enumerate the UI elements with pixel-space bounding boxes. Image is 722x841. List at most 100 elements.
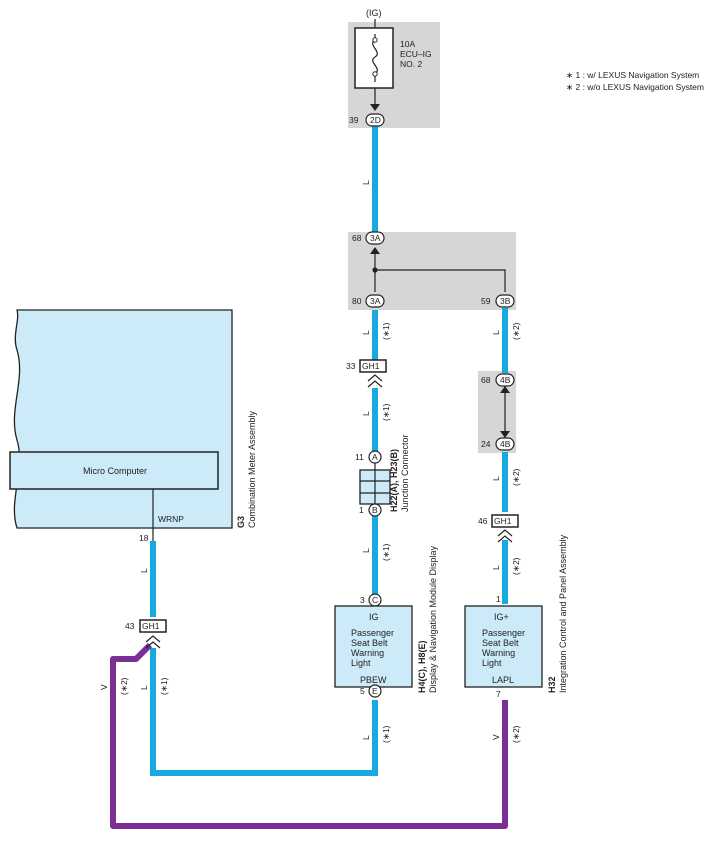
wire-color-v-1: V — [491, 734, 501, 740]
wire-note-1e: (∗1) — [159, 677, 169, 695]
svg-text:B: B — [372, 505, 378, 515]
svg-text:GH1: GH1 — [494, 516, 512, 526]
integration-code: H32 — [547, 676, 557, 693]
svg-text:IG+: IG+ — [494, 612, 509, 622]
meter-terminal-label: WRNP — [158, 514, 184, 524]
fuse-rating: 10A — [400, 39, 415, 49]
arrow-up-icon — [370, 247, 380, 254]
connector-4b-bottom: 4B 24 — [481, 437, 515, 451]
svg-text:59: 59 — [481, 296, 491, 306]
svg-text:C: C — [372, 595, 378, 605]
svg-text:1: 1 — [496, 594, 501, 604]
connector-3a-bottom: 3A 80 — [352, 294, 385, 308]
integration-panel: 1 IG+ Passenger Seat Belt Warning Light … — [464, 594, 543, 699]
fuse-name-2: NO. 2 — [400, 59, 422, 69]
svg-text:GH1: GH1 — [142, 621, 160, 631]
fuse-end-bottom — [372, 71, 378, 77]
wire-color-l-1: L — [361, 180, 371, 185]
svg-text:Light: Light — [351, 658, 371, 668]
svg-text:80: 80 — [352, 296, 362, 306]
wire-color-l-8: L — [491, 565, 501, 570]
svg-text:3: 3 — [360, 595, 365, 605]
svg-text:4B: 4B — [500, 439, 511, 449]
svg-text:IG: IG — [369, 612, 379, 622]
micro-computer-label: Micro Computer — [83, 466, 147, 476]
svg-text:Passenger: Passenger — [482, 628, 525, 638]
junction-code: H22(A), H23(B) — [389, 449, 399, 512]
ig-label: (IG) — [366, 8, 382, 18]
junction-name: Junction Connector — [400, 434, 410, 512]
connector-2d: 2D 39 — [349, 113, 385, 127]
svg-text:2D: 2D — [370, 115, 381, 125]
svg-text:A: A — [372, 452, 378, 462]
svg-text:Warning: Warning — [482, 648, 515, 658]
connector-3b: 3B 59 — [481, 294, 515, 308]
svg-text:4B: 4B — [500, 375, 511, 385]
wire-color-l-10: L — [139, 685, 149, 690]
micro-computer-box — [9, 451, 219, 490]
svg-text:43: 43 — [125, 621, 135, 631]
integration-name: Integration Control and Panel Assembly — [558, 534, 568, 693]
wire-color-l-7: L — [491, 476, 501, 481]
svg-text:68: 68 — [352, 233, 362, 243]
svg-text:E: E — [372, 686, 378, 696]
wire-note-2b: (∗2) — [511, 468, 521, 486]
wire-note-1d: (∗1) — [381, 725, 391, 743]
svg-text:5: 5 — [360, 686, 365, 696]
svg-text:24: 24 — [481, 439, 491, 449]
svg-text:Seat Belt: Seat Belt — [351, 638, 388, 648]
svg-text:46: 46 — [478, 516, 488, 526]
meter-pin: 18 — [139, 533, 149, 543]
display-name: Display & Navigation Module Display — [428, 545, 438, 693]
block3-internal-wire — [374, 254, 506, 292]
svg-text:33: 33 — [346, 361, 356, 371]
fuse-end-top — [372, 37, 378, 43]
svg-text:Seat Belt: Seat Belt — [482, 638, 519, 648]
wire-color-l-2: L — [361, 330, 371, 335]
svg-text:3A: 3A — [370, 296, 381, 306]
wire-note-1b: (∗1) — [381, 403, 391, 421]
svg-text:Light: Light — [482, 658, 502, 668]
meter-name: Combination Meter Assembly — [247, 410, 257, 528]
arrow-down-icon-2 — [500, 431, 510, 438]
wire-note-2a: (∗2) — [511, 322, 521, 340]
fuse-name-1: ECU–IG — [400, 49, 432, 59]
legend-note-1: ∗ 1 : w/ LEXUS Navigation System — [566, 70, 699, 80]
svg-text:Warning: Warning — [351, 648, 384, 658]
wire-color-l-3: L — [361, 411, 371, 416]
wire-note-1c: (∗1) — [381, 543, 391, 561]
connector-gh1-center: GH1 33 — [346, 359, 387, 388]
connector-gh1-right: GH1 46 — [478, 514, 519, 543]
svg-text:Passenger: Passenger — [351, 628, 394, 638]
svg-text:39: 39 — [349, 115, 359, 125]
wire-color-l-5: L — [361, 735, 371, 740]
svg-text:1: 1 — [359, 505, 364, 515]
arrow-up-icon-2 — [500, 386, 510, 393]
svg-text:7: 7 — [496, 689, 501, 699]
combination-meter-box — [13, 309, 233, 529]
wire-color-l-4: L — [361, 548, 371, 553]
arrow-down-icon — [370, 104, 380, 111]
wire-note-2d: (∗2) — [511, 725, 521, 743]
wire-color-l-9: L — [139, 568, 149, 573]
display-code: H4(C), H8(E) — [417, 640, 427, 693]
svg-text:68: 68 — [481, 375, 491, 385]
wire-gh1-display — [150, 648, 378, 776]
legend-note-2: ∗ 2 : w/o LEXUS Navigation System — [566, 82, 704, 92]
svg-text:GH1: GH1 — [362, 361, 380, 371]
connector-gh1-left: GH1 43 — [125, 619, 167, 649]
svg-text:3A: 3A — [370, 233, 381, 243]
wire-color-l-6: L — [491, 330, 501, 335]
svg-text:PBEW: PBEW — [360, 675, 387, 685]
wire-gh1-integration-v — [110, 642, 508, 829]
wire-note-1a: (∗1) — [381, 322, 391, 340]
connector-4b-top: 4B 68 — [481, 373, 515, 387]
meter-code: G3 — [236, 516, 246, 528]
wire-note-2e: (∗2) — [119, 677, 129, 695]
svg-text:11: 11 — [355, 452, 364, 462]
svg-text:3B: 3B — [500, 296, 511, 306]
connector-3a-top: 3A 68 — [352, 231, 385, 245]
fuse-icon — [372, 34, 378, 82]
svg-text:LAPL: LAPL — [492, 675, 514, 685]
